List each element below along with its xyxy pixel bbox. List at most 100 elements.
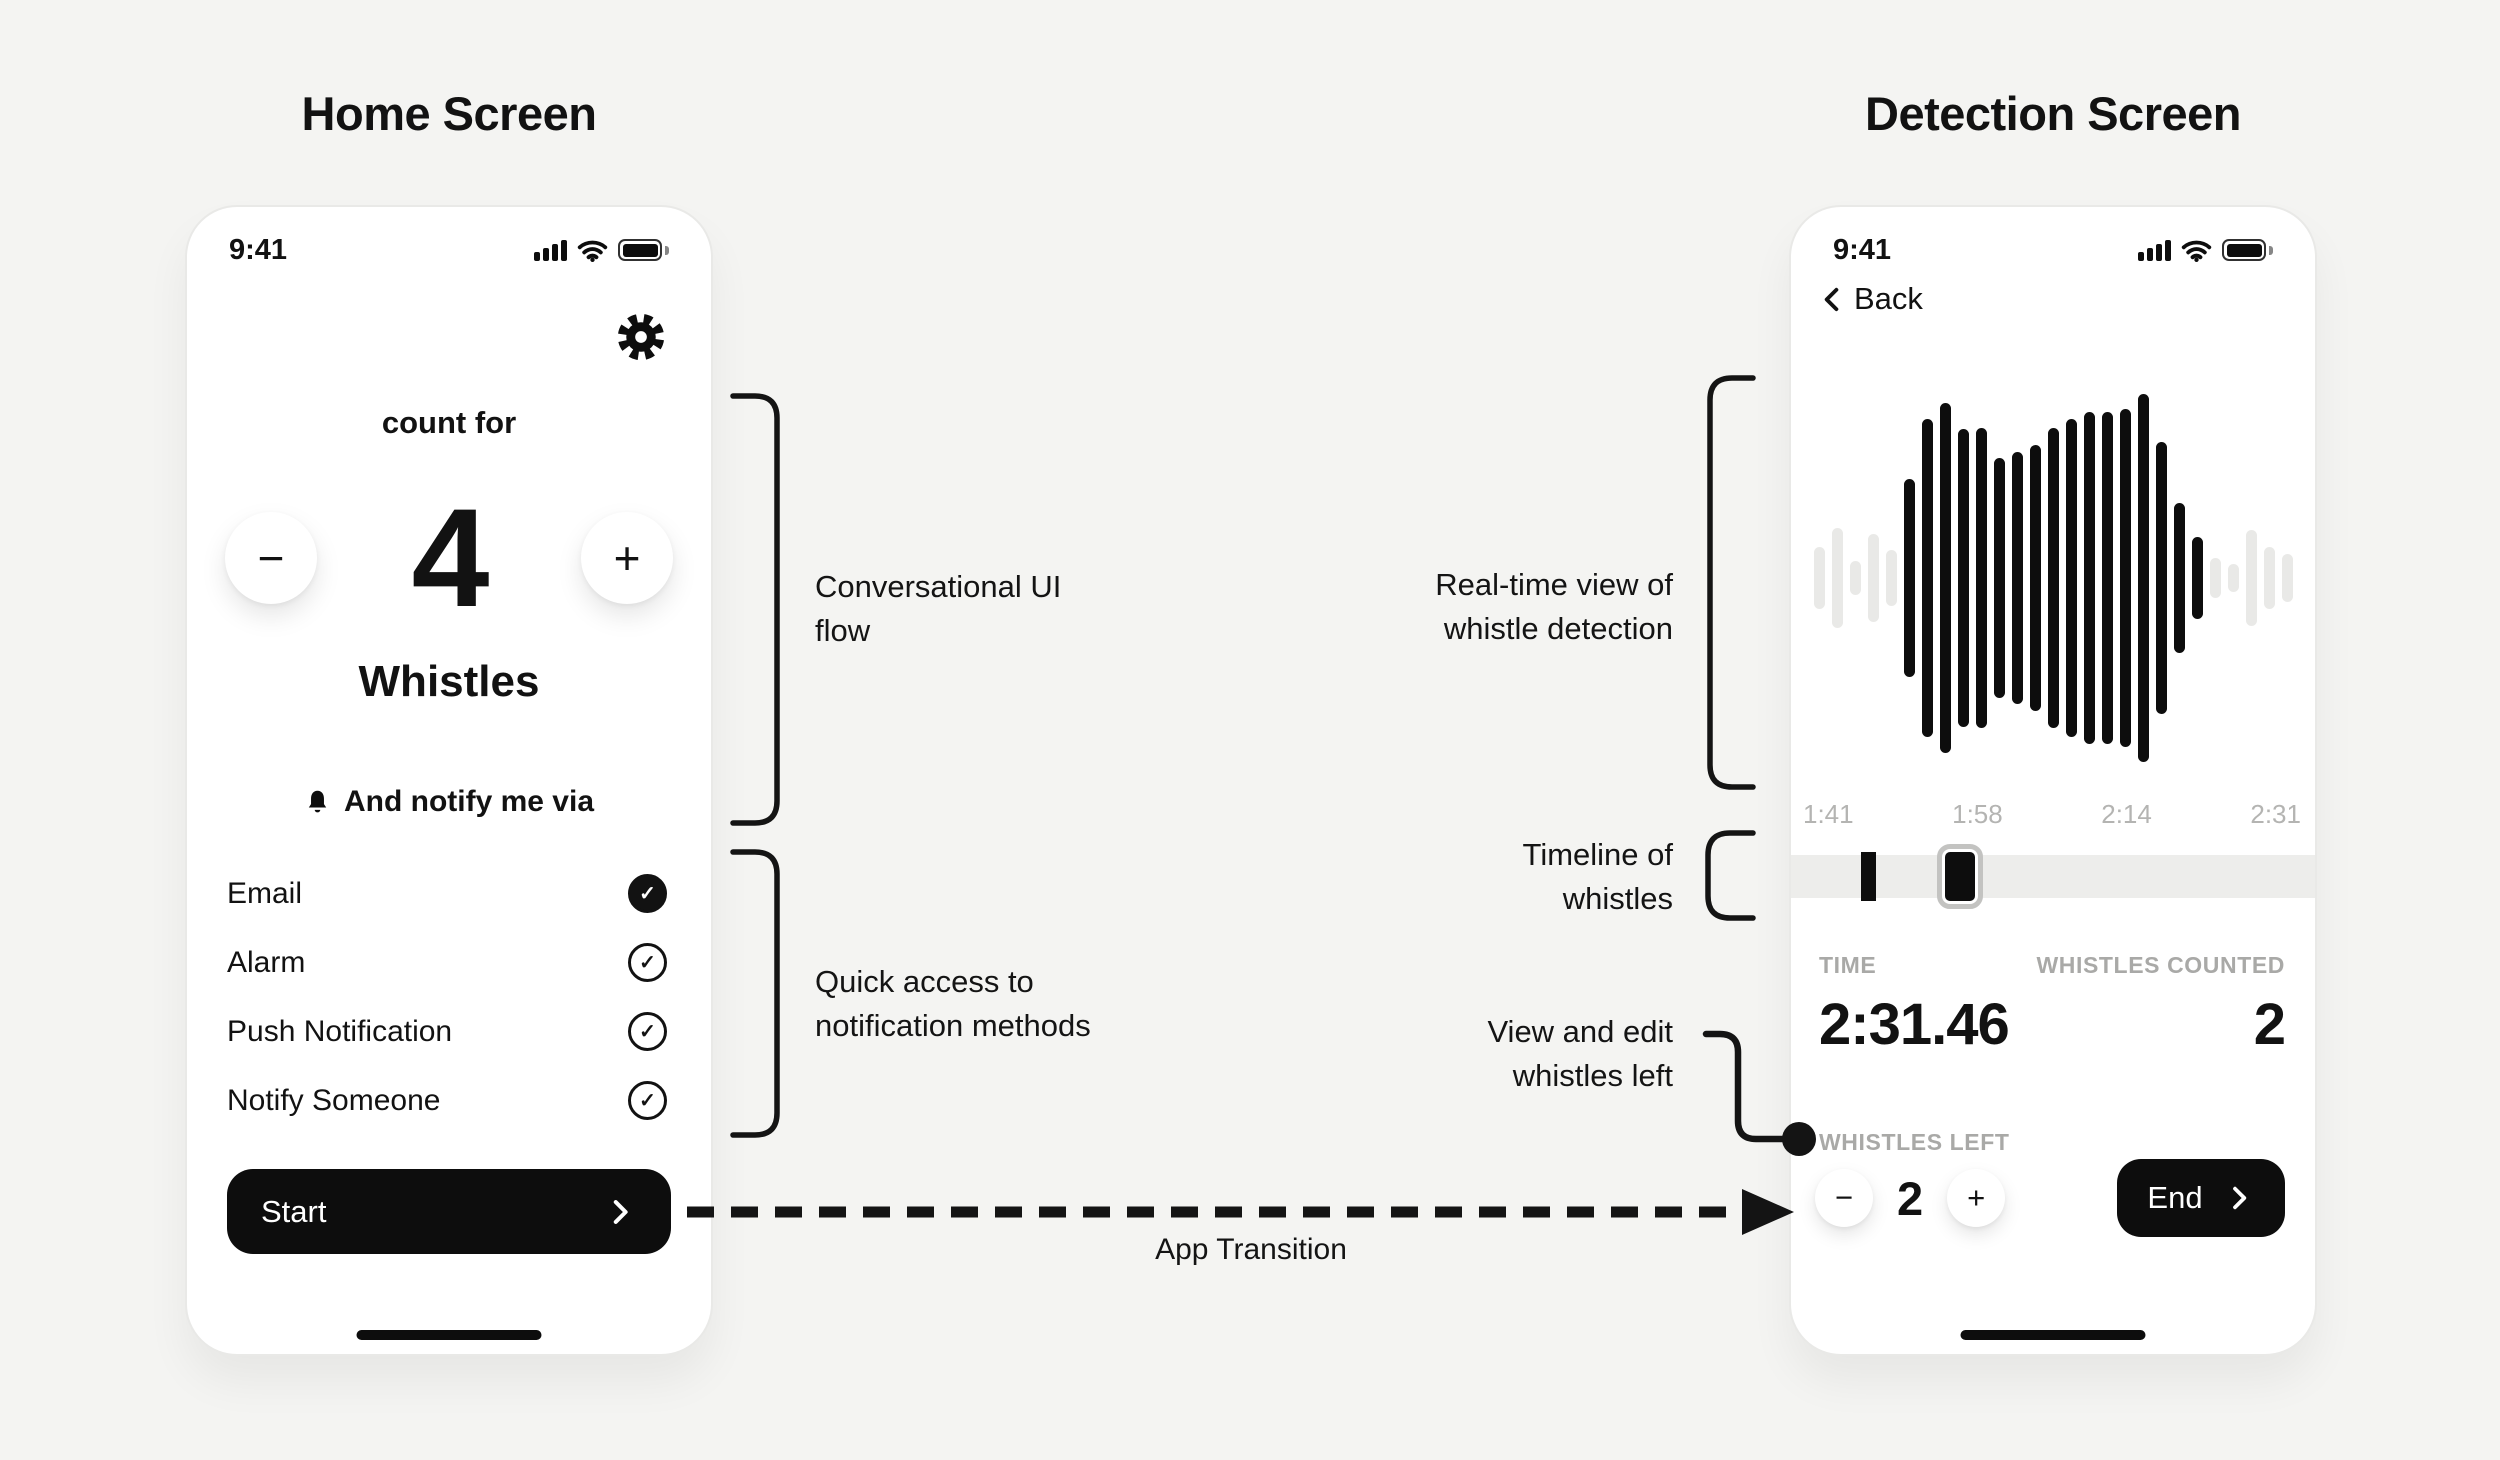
count-for-label: count for bbox=[381, 405, 517, 440]
connector-view-edit bbox=[1702, 1030, 1790, 1143]
bracket-timeline bbox=[1705, 830, 1756, 921]
status-icons bbox=[2138, 239, 2273, 262]
wifi-icon bbox=[577, 240, 608, 262]
checkmark-outline-icon[interactable]: ✓ bbox=[628, 1012, 667, 1051]
battery-tip-icon bbox=[2269, 245, 2273, 255]
waveform-bar bbox=[1921, 419, 1933, 737]
notify-heading: And notify me via bbox=[187, 785, 711, 819]
waveform-side-bar bbox=[1831, 528, 1843, 628]
whistle-marker[interactable] bbox=[1861, 852, 1876, 901]
status-time: 9:41 bbox=[229, 233, 288, 266]
cellular-signal-icon bbox=[534, 239, 567, 261]
whistle-count-stepper: − 4 + bbox=[187, 465, 711, 650]
waveform-bar bbox=[1975, 428, 1987, 728]
waveform-bar bbox=[2173, 503, 2185, 653]
end-button[interactable]: End bbox=[2117, 1159, 2285, 1237]
waveform-bar bbox=[2047, 428, 2059, 728]
waveform-bar bbox=[2119, 409, 2131, 747]
waveform-bar bbox=[1939, 403, 1951, 753]
whistle-marker-selected[interactable] bbox=[1937, 844, 1983, 909]
notification-options-list: Email✓Alarm✓Push Notification✓Notify Som… bbox=[227, 859, 667, 1135]
timeline-tick-label: 1:58 bbox=[1952, 799, 2003, 829]
back-button[interactable]: Back bbox=[1817, 281, 1923, 317]
whistle-count-value: 4 bbox=[411, 478, 490, 636]
waveform-side-bar bbox=[2209, 558, 2221, 598]
whistles-left-label: WHISTLES LEFT bbox=[1819, 1129, 2010, 1155]
home-screen-title: Home Screen bbox=[301, 87, 597, 140]
status-time: 9:41 bbox=[1833, 233, 1892, 266]
waveform-bar bbox=[2029, 445, 2041, 711]
checkmark-outline-icon[interactable]: ✓ bbox=[628, 1081, 667, 1120]
battery-icon bbox=[618, 239, 662, 261]
annotation-realtime-view: Real-time view of whistle detection bbox=[1435, 567, 1673, 646]
timeline-tick-label: 2:31 bbox=[2250, 799, 2301, 829]
waveform-bar bbox=[2155, 442, 2167, 714]
waveform-side-bar bbox=[2227, 564, 2239, 592]
chevron-left-icon bbox=[1824, 287, 1839, 311]
count-unit-label: Whistles bbox=[358, 657, 540, 706]
decrement-button[interactable]: − bbox=[225, 511, 317, 604]
option-label: Notify Someone bbox=[227, 1083, 441, 1117]
notify-heading-label: And notify me via bbox=[343, 785, 595, 818]
end-button-label: End bbox=[2147, 1180, 2203, 1215]
start-button-label: Start bbox=[261, 1193, 327, 1229]
notification-option-push-notification[interactable]: Push Notification ✓ bbox=[227, 997, 667, 1066]
status-bar: 9:41 bbox=[187, 229, 711, 271]
detection-screen-phone: 9:41 Back 1:41 1:58 2:14 2:31 bbox=[1789, 205, 2317, 1356]
whistles-counted-value: 2 bbox=[2253, 992, 2286, 1057]
bracket-realtime bbox=[1707, 375, 1756, 790]
increment-button[interactable]: + bbox=[581, 511, 673, 604]
cellular-signal-icon bbox=[2138, 239, 2171, 261]
waveform-bar bbox=[2137, 394, 2149, 762]
whistle-timeline-track[interactable] bbox=[1791, 844, 2315, 909]
battery-tip-icon bbox=[665, 245, 669, 255]
whistles-left-stepper: − 2 + bbox=[1815, 1169, 2006, 1227]
time-label: TIME bbox=[1819, 952, 1877, 978]
bracket-quick-access bbox=[730, 849, 780, 1138]
checkmark-outline-icon[interactable]: ✓ bbox=[628, 943, 667, 982]
notification-option-alarm[interactable]: Alarm ✓ bbox=[227, 928, 667, 997]
detection-screen-title: Detection Screen bbox=[1865, 87, 2241, 140]
back-button-label: Back bbox=[1854, 281, 1923, 316]
home-indicator[interactable] bbox=[1960, 1330, 2146, 1340]
start-button[interactable]: Start bbox=[227, 1169, 671, 1254]
waveform-bar bbox=[2191, 537, 2203, 619]
bell-icon bbox=[308, 790, 327, 812]
decrement-button[interactable]: − bbox=[1815, 1169, 1873, 1227]
whistles-counted-label: WHISTLES COUNTED bbox=[2036, 952, 2285, 978]
annotation-view-edit-whistles-left: View and edit whistles left bbox=[1487, 1014, 1673, 1093]
option-label: Push Notification bbox=[227, 1014, 453, 1048]
timeline-tick-label: 2:14 bbox=[2101, 799, 2152, 829]
app-transition-arrowhead bbox=[1742, 1189, 1794, 1235]
waveform-bar bbox=[1903, 479, 1915, 677]
notification-option-notify-someone[interactable]: Notify Someone ✓ bbox=[227, 1066, 667, 1135]
option-label: Alarm bbox=[227, 945, 306, 979]
timeline-tick-label: 1:41 bbox=[1803, 799, 1854, 829]
annotation-conversational-ui: Conversational UI flow bbox=[815, 569, 1062, 648]
annotation-app-transition: App Transition bbox=[1155, 1233, 1347, 1266]
waveform-bar bbox=[2011, 452, 2023, 704]
waveform-side-bar bbox=[2245, 530, 2257, 626]
waveform-bar bbox=[2083, 412, 2095, 744]
chevron-right-icon bbox=[2232, 1186, 2246, 1210]
waveform-side-bar bbox=[1813, 547, 1825, 609]
waveform-side-bar bbox=[1849, 561, 1861, 595]
settings-gear-icon[interactable] bbox=[615, 311, 667, 363]
wifi-icon bbox=[2181, 240, 2212, 262]
notification-option-email[interactable]: Email ✓ bbox=[227, 859, 667, 928]
annotation-timeline-of-whistles: Timeline of whistles bbox=[1522, 837, 1673, 916]
time-value: 2:31.46 bbox=[1819, 992, 2010, 1057]
battery-icon bbox=[2222, 239, 2266, 261]
annotation-quick-access: Quick access to notification methods bbox=[815, 964, 1091, 1043]
checkmark-filled-icon[interactable]: ✓ bbox=[628, 874, 667, 913]
waveform-side-bar bbox=[1885, 550, 1897, 606]
bottom-controls: − 2 + End bbox=[1815, 1159, 2285, 1237]
waveform-side-bar bbox=[2263, 547, 2275, 609]
session-stats: TIME WHISTLES COUNTED 2:31.46 2 bbox=[1819, 952, 2286, 1058]
home-indicator[interactable] bbox=[356, 1330, 542, 1340]
option-label: Email bbox=[227, 876, 303, 910]
increment-button[interactable]: + bbox=[1947, 1169, 2006, 1227]
whistle-waveform bbox=[1809, 387, 2297, 769]
waveform-bar bbox=[2065, 419, 2077, 737]
